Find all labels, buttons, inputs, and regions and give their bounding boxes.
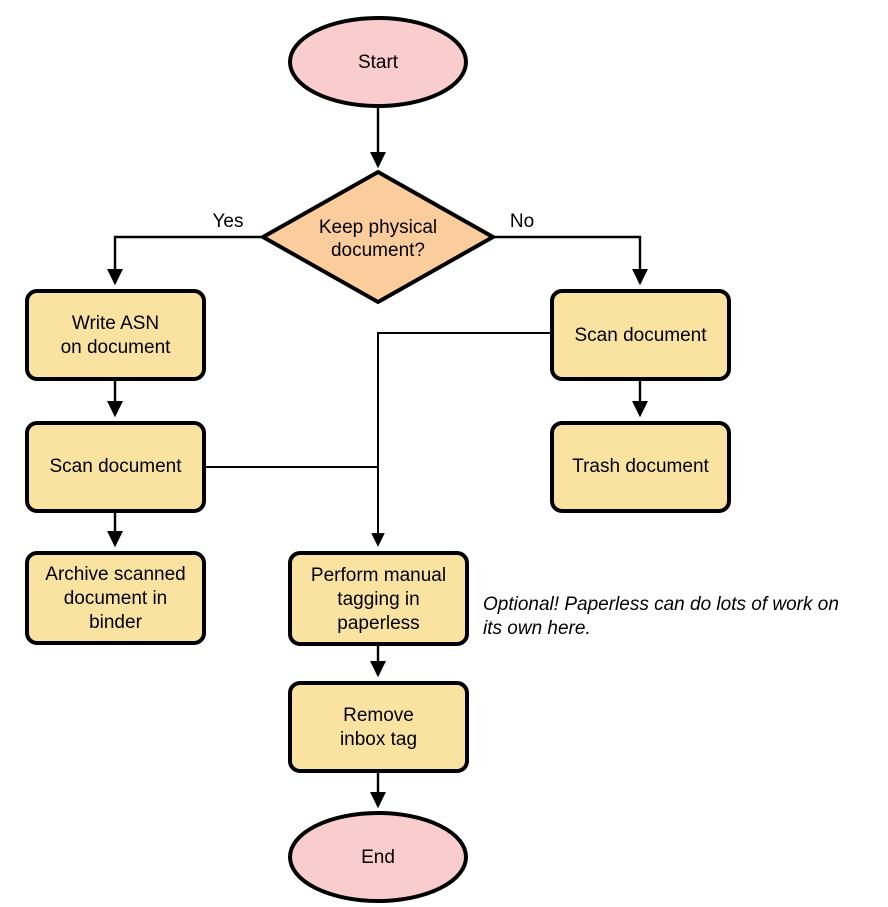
node-tagging-label-line3: paperless (337, 613, 419, 634)
node-tagging-label-line1: Perform manual (311, 565, 446, 586)
node-archive-label-line2: document in (64, 588, 168, 609)
node-write-asn-label-line2: on document (61, 337, 172, 358)
node-tagging-label-line2: tagging in (337, 589, 419, 610)
edge-decision-yes-to-write-asn (106, 235, 263, 286)
edge-scan-right-to-tagging (371, 332, 552, 547)
node-decision-label-line1: Keep physical (319, 217, 437, 238)
node-archive-label-line1: Archive scanned (45, 564, 185, 585)
node-archive-scanned-document[interactable]: Archive scanned document in binder (25, 551, 206, 645)
node-start[interactable]: Start (288, 16, 468, 108)
node-end-label: End (361, 847, 395, 868)
edge-label-no: No (510, 211, 534, 232)
node-scan-document-right-label: Scan document (574, 325, 707, 346)
node-write-asn-on-document[interactable]: Write ASN on document (25, 289, 206, 381)
node-write-asn-label-line1: Write ASN (72, 313, 159, 334)
node-remove-inbox-tag[interactable]: Remove inbox tag (288, 681, 469, 773)
node-end[interactable]: End (288, 811, 468, 903)
node-trash-document[interactable]: Trash document (550, 421, 731, 513)
node-scan-document-left[interactable]: Scan document (25, 421, 206, 513)
note-optional-paperless: Optional! Paperless can do lots of work … (483, 594, 839, 639)
node-perform-manual-tagging[interactable]: Perform manual tagging in paperless (288, 551, 469, 646)
node-archive-label-line3: binder (89, 612, 142, 633)
node-remove-inbox-label-line2: inbox tag (340, 729, 417, 750)
node-scan-document-left-label: Scan document (49, 456, 182, 477)
node-remove-inbox-label-line1: Remove (343, 705, 414, 726)
note-line1: Optional! Paperless can do lots of work … (483, 594, 839, 615)
node-decision-keep-physical-document[interactable]: Keep physical document? (258, 169, 498, 305)
node-decision-label-line2: document? (331, 240, 425, 261)
node-start-label: Start (358, 52, 399, 73)
edge-label-yes: Yes (213, 211, 244, 232)
note-line2: its own here. (483, 618, 591, 639)
edge-decision-no-to-scan-right (493, 235, 649, 286)
node-scan-document-right[interactable]: Scan document (550, 289, 731, 381)
node-trash-document-label: Trash document (572, 456, 709, 477)
